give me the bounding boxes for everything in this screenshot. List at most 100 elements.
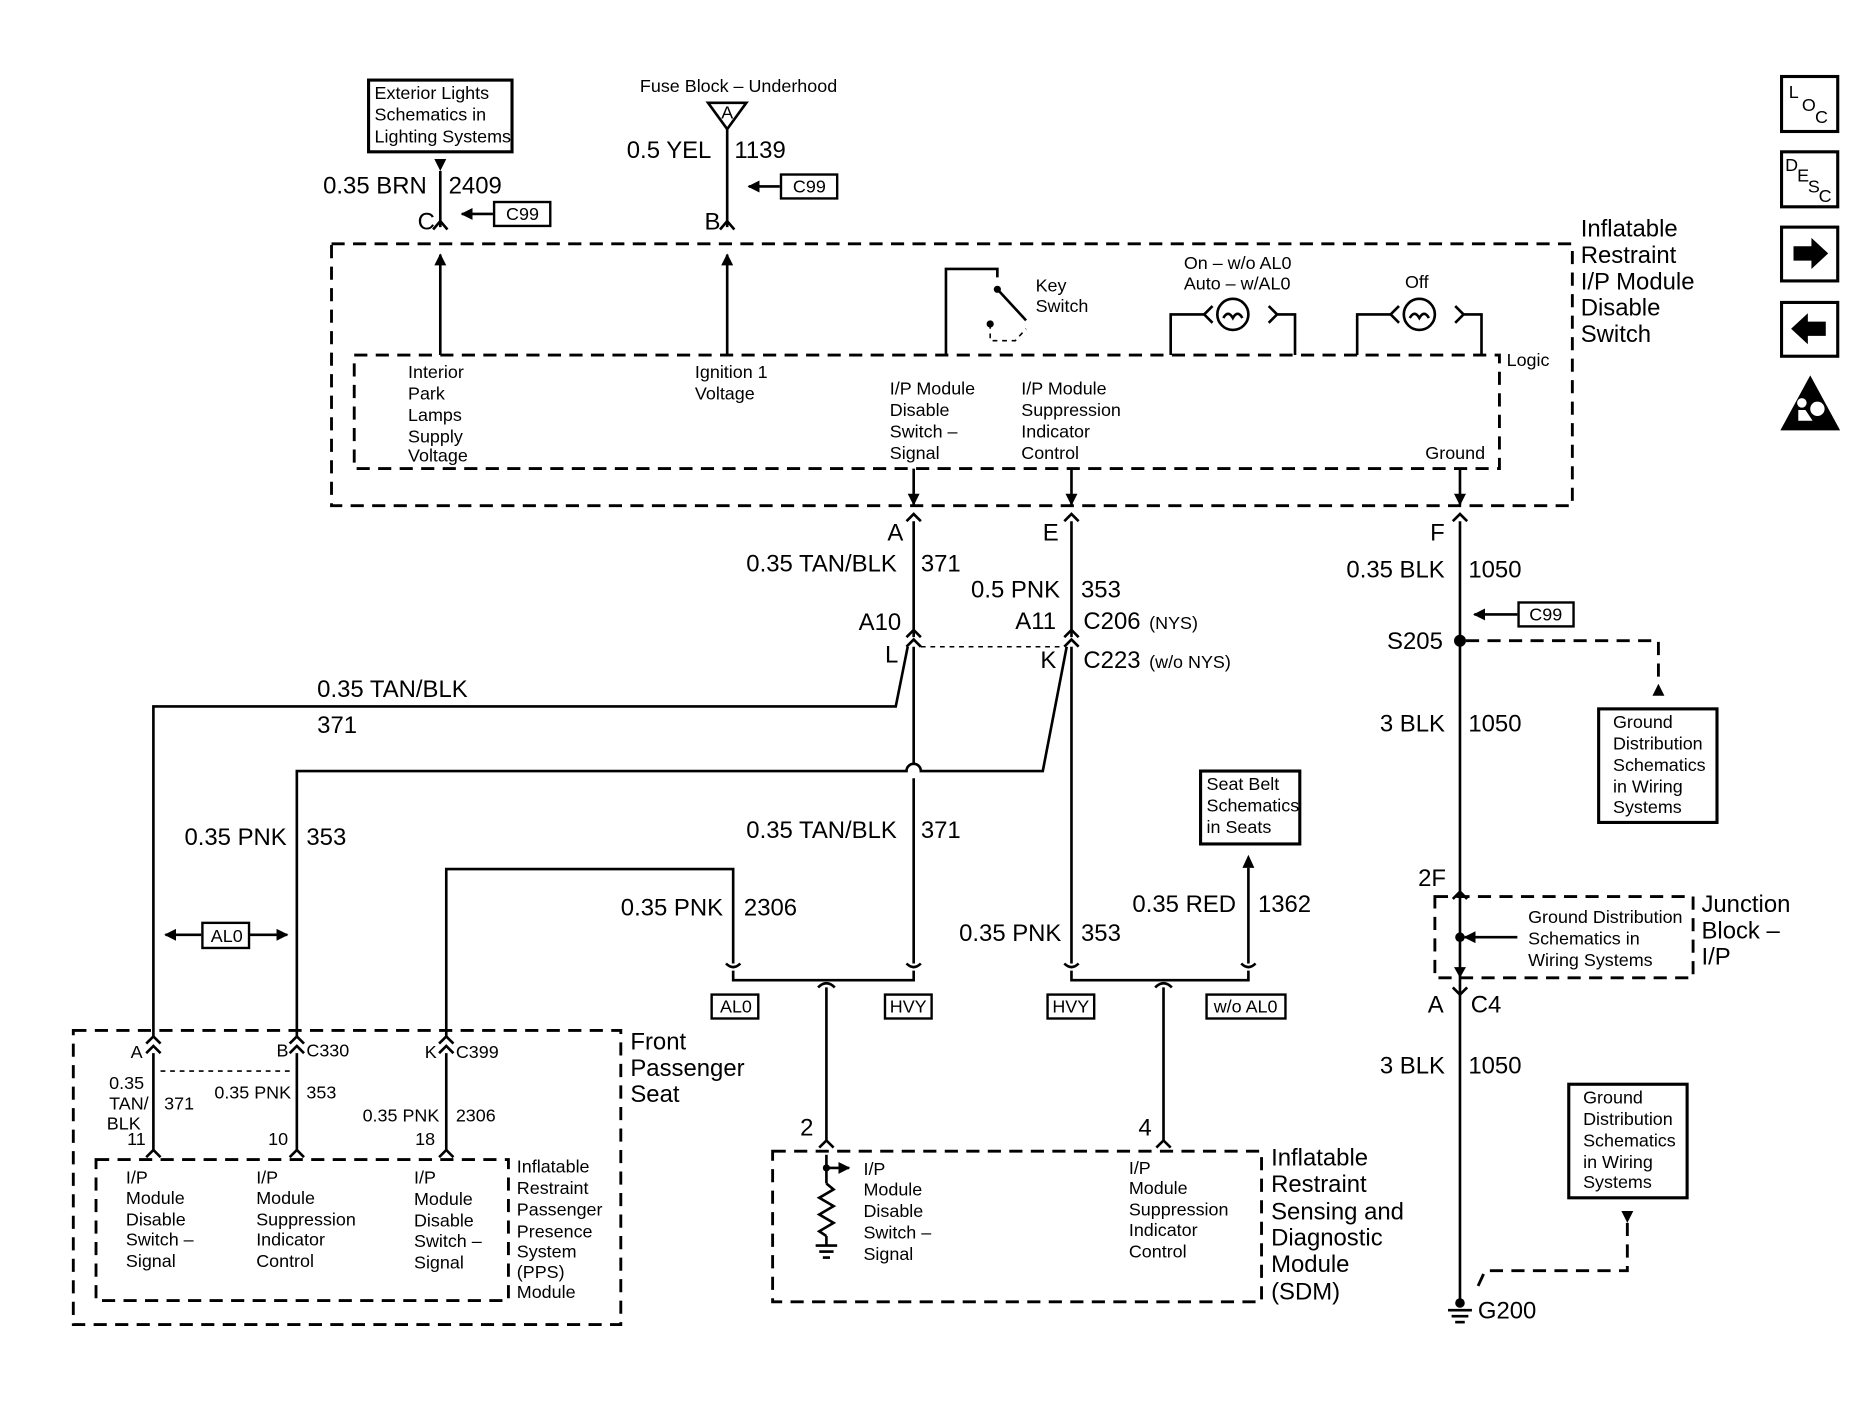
splice-icon [1455,932,1465,942]
terminal-cap-icon [817,981,836,989]
key-switch-wire [944,267,999,356]
option-al0-box[interactable]: AL0 [710,993,760,1020]
fuse-symbol-icon [705,101,749,132]
connector-c4: C4 [1471,992,1502,1019]
connector-chevron-icon [438,1044,455,1055]
pin-label-line: Module [256,1188,315,1208]
connector-note: (w/o NYS) [1149,652,1231,672]
pin-label-line: Switch – [126,1230,194,1250]
title-line: Switch [1581,321,1651,348]
splice-s205-label: S205 [1387,628,1443,655]
pin-label-line: Switch – [414,1231,482,1251]
lamp-icon [1402,297,1437,332]
wire-gauge: TAN/ [109,1093,149,1113]
connector-chevron-icon [145,1034,162,1045]
title-line: (PPS) [517,1262,565,1282]
indicator-label: Off [1405,272,1429,292]
indicator-wire [1355,313,1391,356]
pin-label-line: Disable [126,1209,186,1229]
pin-label-line: Voltage [695,383,755,403]
ground-dist-ref-2[interactable]: Ground Distribution Schematics in Wiring… [1528,907,1682,970]
disable-switch-outline [330,242,1574,508]
option-wo-al0-box[interactable]: w/o AL0 [1205,993,1287,1020]
connector-chevron-icon [288,1034,305,1045]
pin-label-line: Switch – [890,422,958,442]
pin-label-line: Indicator [256,1230,325,1250]
junction-block-outline [1433,895,1695,980]
back-button[interactable] [1779,300,1840,358]
ref-text: Ground [1583,1087,1643,1107]
pin-label-line: Module [863,1179,922,1199]
connector-pin: A [131,1042,143,1062]
option-hvy-box[interactable]: HVY [883,993,933,1020]
fuse-block-label: Fuse Block – Underhood [640,76,837,96]
ref-text: Exterior Lights [375,83,490,103]
pin-label-line: Suppression [1021,400,1121,420]
desc-letter: D [1785,155,1798,175]
desc-button[interactable]: D E S C [1779,150,1840,209]
terminal-cup-icon [1063,962,1080,969]
loc-button[interactable]: L O C [1779,74,1840,134]
connector-note: (NYS) [1149,613,1198,633]
connector-2f: 2F [1418,865,1446,892]
option-bus [731,970,915,982]
title-line: Module [517,1282,576,1302]
terminal-cup-icon [1240,962,1257,969]
pin-label-line: Control [1129,1242,1187,1262]
terminal-chevron-icon [145,1148,162,1159]
connector-c330: C330 [306,1041,349,1061]
ref-text: Distribution [1613,734,1703,754]
ground-dist-ref-1[interactable]: Ground Distribution Schematics in Wiring… [1597,707,1719,824]
title-line: Inflatable [1581,216,1678,243]
ref-text: Systems [1583,1172,1652,1192]
pin-label-line: Indicator [1129,1220,1198,1240]
connector-pin: B [277,1041,289,1061]
next-button[interactable] [1779,225,1840,283]
connector-chevron-icon [288,1044,305,1055]
pin-label-line: Disable [863,1201,923,1221]
pin-label-line: Signal [890,443,940,463]
title-line: Module [1271,1251,1349,1278]
connector-chevron-icon [1063,637,1080,648]
connector-pin: B [704,209,720,236]
key-switch-label: Key [1036,276,1067,296]
ref-text: in Wiring [1583,1152,1653,1172]
pin-label-line: I/P [256,1167,278,1187]
ref-text: Lighting Systems [375,126,512,146]
wire-gauge: 0.35 BRN [323,173,427,200]
pin-label-line: I/P [863,1159,885,1179]
exterior-lights-ref[interactable]: Exterior Lights Schematics in Lighting S… [367,78,514,154]
sdm-outline [771,1149,1263,1304]
seat-belt-ref[interactable]: Seat Belt Schematics in Seats [1199,769,1302,846]
option-hvy-box-2[interactable]: HVY [1046,993,1096,1020]
connector-c223: C223 [1083,647,1140,674]
al0-option-box[interactable]: AL0 [201,921,251,950]
indicator-wire [1463,313,1483,356]
ground-dist-ref-3[interactable]: Ground Distribution Schematics in Wiring… [1567,1082,1689,1200]
loc-letter: C [1815,107,1828,127]
connector-pin: E [1043,519,1059,546]
c99-box[interactable]: C99 [492,200,552,228]
pin-label-line: Disable [890,400,950,420]
c99-box[interactable]: C99 [1517,601,1575,628]
indicator-label: Auto – w/AL0 [1184,273,1291,293]
connector-c399: C399 [456,1042,499,1062]
pin-number: 18 [415,1129,435,1149]
terminal-cup-icon [725,962,742,969]
fuse-letter: A [721,102,733,122]
wire-circuit: 371 [317,712,357,739]
airbag-warning-icon[interactable] [1780,375,1841,431]
wire-gauge: 0.35 BLK [1346,556,1444,583]
wire-gauge: 0.35 PNK [214,1083,291,1103]
pin-label-line: I/P Module [1021,378,1106,398]
wire-circuit: 1139 [734,137,785,164]
wire-gauge: 3 BLK [1380,711,1445,738]
indicator-off: Off [1355,272,1483,356]
wire-371-left [152,646,909,1037]
c99-box[interactable]: C99 [779,173,839,200]
option-splice-right [1063,962,1257,1141]
wire-gauge: 0.35 RED [1132,891,1236,918]
ref-arrow-icon [1621,1210,1634,1223]
pin-number: 2 [800,1115,813,1142]
